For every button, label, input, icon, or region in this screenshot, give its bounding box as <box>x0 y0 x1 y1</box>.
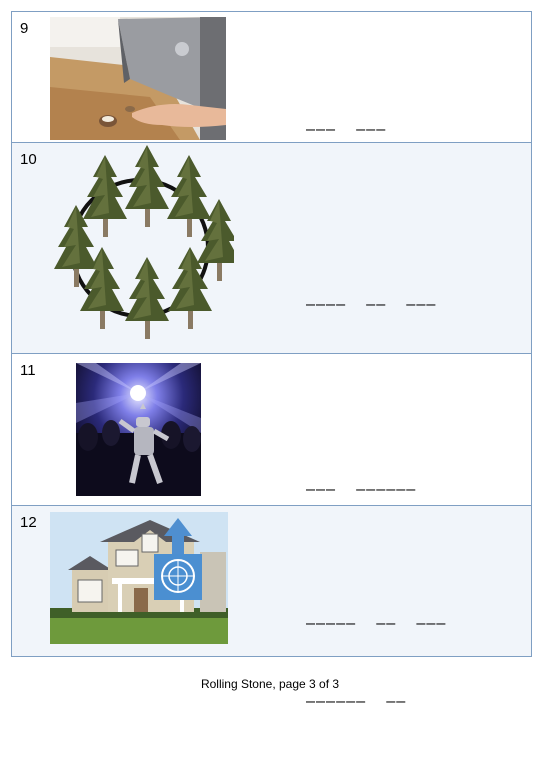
ring-of-pine-trees-icon <box>44 145 234 339</box>
clue-row: 9 ––– ––– ––––– <box>12 12 531 216</box>
clue-row: 11 <box>12 354 531 506</box>
answer-blanks: ––– –––––– <box>306 424 416 554</box>
answer-line-1: ––– ––– <box>306 120 387 138</box>
answer-line-1: ––––– –– ––– <box>306 614 447 632</box>
answer-line-1: –––– –– ––– <box>306 295 437 313</box>
clue-row: 10 –– <box>12 143 531 354</box>
answer-line-1: ––– –––––– <box>306 480 417 498</box>
tin-man-dancing-icon <box>76 363 201 496</box>
clue-number: 9 <box>20 20 29 37</box>
house-with-un-logo-icon <box>50 512 228 644</box>
clue-number: 12 <box>20 514 37 531</box>
clue-row: 12 <box>12 506 531 710</box>
clue-number: 10 <box>20 151 37 168</box>
page-footer: Rolling Stone, page 3 of 3 <box>200 677 340 691</box>
clue-number: 11 <box>20 362 36 379</box>
puzzle-table: 9 ––– ––– ––––– 10 <box>11 11 532 710</box>
laptop-cracking-nut-icon <box>50 17 226 140</box>
answer-blanks: –––– –– ––– <box>306 239 436 369</box>
answer-line-2: –––––– –– <box>306 692 407 710</box>
answer-blanks: ––––– –– ––– –––––– –– <box>306 558 446 766</box>
